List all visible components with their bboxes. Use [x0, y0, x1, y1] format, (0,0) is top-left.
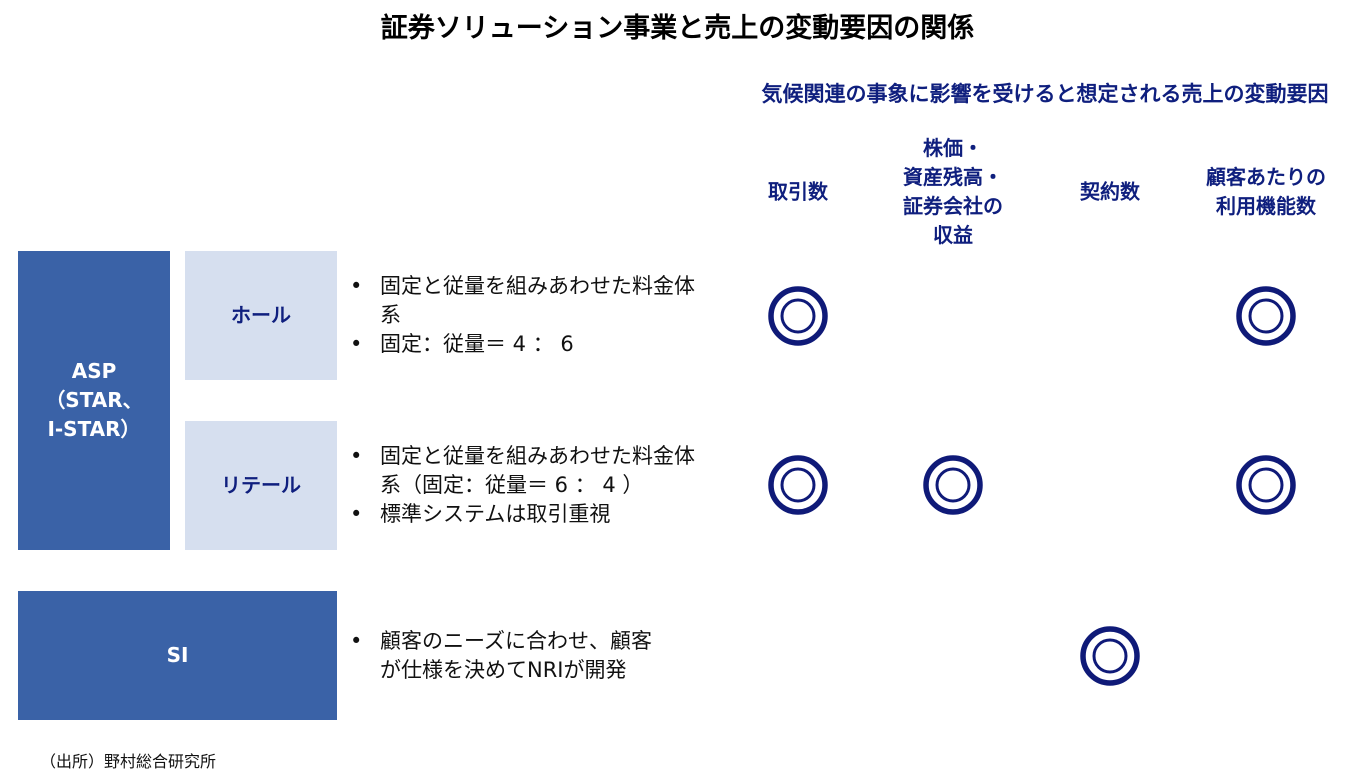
- double-circle-icon: [1236, 286, 1296, 346]
- page-title: 証券ソリューション事業と売上の変動要因の関係: [380, 13, 975, 44]
- source-note: （出所）野村総合研究所: [40, 752, 217, 771]
- factors-heading: 気候関連の事象に影響を受けると想定される売上の変動要因: [761, 82, 1329, 106]
- bullet-dot: •: [350, 332, 363, 356]
- bullet-item: • 顧客のニーズに合わせ、顧客が仕様を決めてNRIが開発: [350, 627, 670, 685]
- bullet-item: • 標準システムは取引重視: [350, 500, 700, 529]
- bullet-item: • 固定と従量を組みあわせた料金体系（固定：従量＝ 6 ： 4 ）: [350, 442, 700, 500]
- bullets-si: • 顧客のニーズに合わせ、顧客が仕様を決めてNRIが開発: [350, 627, 670, 685]
- group-asp: ASP （STAR、 I-STAR）: [18, 251, 170, 550]
- bullet-text: 固定と従量を組みあわせた料金体系: [380, 274, 695, 327]
- bullet-dot: •: [350, 444, 363, 468]
- double-circle-icon: [1080, 626, 1140, 686]
- column-header-functions: 顧客あたりの 利用機能数: [1206, 165, 1326, 218]
- bullet-dot: •: [350, 274, 363, 298]
- double-circle-icon: [1236, 455, 1296, 515]
- group-retail: リテール: [185, 421, 337, 550]
- bullet-text: 顧客のニーズに合わせ、顧客が仕様を決めてNRIが開発: [380, 629, 652, 682]
- group-hole: ホール: [185, 251, 337, 380]
- double-circle-icon: [768, 455, 828, 515]
- bullet-dot: •: [350, 629, 363, 653]
- group-si: SI: [18, 591, 337, 720]
- column-header-contracts: 契約数: [1080, 179, 1140, 204]
- bullet-item: • 固定：従量＝ 4 ： 6: [350, 330, 700, 359]
- column-header-transactions: 取引数: [768, 179, 828, 204]
- bullets-retail: • 固定と従量を組みあわせた料金体系（固定：従量＝ 6 ： 4 ） • 標準システム…: [350, 442, 700, 529]
- column-header-stock-price: 株価・ 資産残高・ 証券会社の 収益: [903, 136, 1003, 247]
- bullet-text: 固定：従量＝ 4 ： 6: [380, 332, 574, 356]
- bullet-dot: •: [350, 502, 363, 526]
- bullet-item: • 固定と従量を組みあわせた料金体系: [350, 272, 700, 330]
- bullet-text: 固定と従量を組みあわせた料金体系（固定：従量＝ 6 ： 4 ）: [380, 444, 695, 497]
- bullets-hole: • 固定と従量を組みあわせた料金体系 • 固定：従量＝ 4 ： 6: [350, 272, 700, 359]
- double-circle-icon: [923, 455, 983, 515]
- bullet-text: 標準システムは取引重視: [380, 502, 611, 526]
- double-circle-icon: [768, 286, 828, 346]
